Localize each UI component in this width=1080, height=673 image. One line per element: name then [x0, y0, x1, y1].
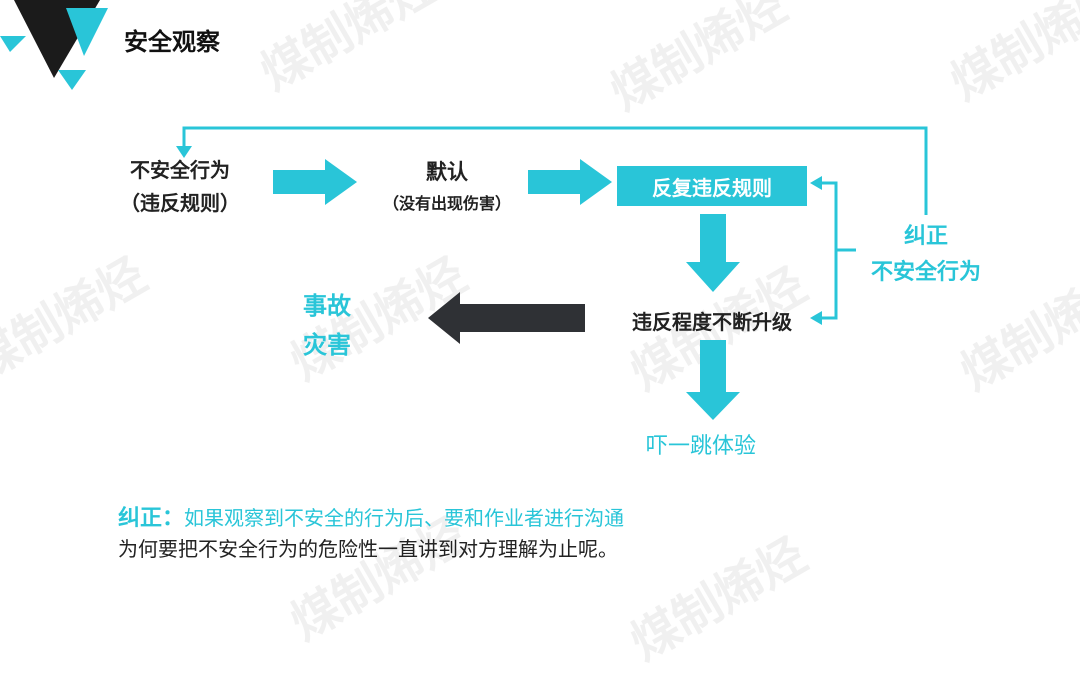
note-label: 纠正： [118, 506, 185, 531]
corner-decoration [0, 0, 108, 90]
correct-sublabel: 不安全行为 [870, 260, 981, 285]
accident-label: 事故 [303, 292, 351, 320]
flow-connectors [176, 126, 928, 420]
accident-node: 事故 灾害 [292, 286, 362, 360]
unsafe-behavior-sublabel: （违反规则） [120, 191, 240, 215]
escalation-node: 违反程度不断升级 [632, 310, 792, 334]
acquiesce-label: 默认 [426, 160, 468, 184]
correct-node: 纠正 不安全行为 [856, 218, 996, 286]
repeated-violation-box: 反复违反规则 [617, 166, 807, 206]
page-title: 安全观察 [124, 28, 220, 56]
unsafe-behavior-node: 不安全行为 （违反规则） [110, 154, 250, 216]
acquiesce-node: 默认 （没有出现伤害） [372, 156, 522, 214]
note-line-1: 纠正：如果观察到不安全的行为后、要和作业者进行沟通 [118, 500, 624, 532]
accident-sublabel: 灾害 [303, 331, 351, 359]
correct-label: 纠正 [903, 224, 948, 249]
note-text-1: 如果观察到不安全的行为后、要和作业者进行沟通 [184, 506, 625, 530]
acquiesce-sublabel: （没有出现伤害） [382, 194, 511, 213]
unsafe-behavior-label: 不安全行为 [130, 158, 230, 182]
note-line-2: 为何要把不安全行为的危险性一直讲到对方理解为止呢。 [118, 537, 618, 561]
scare-experience-node: 吓一跳体验 [646, 434, 757, 459]
